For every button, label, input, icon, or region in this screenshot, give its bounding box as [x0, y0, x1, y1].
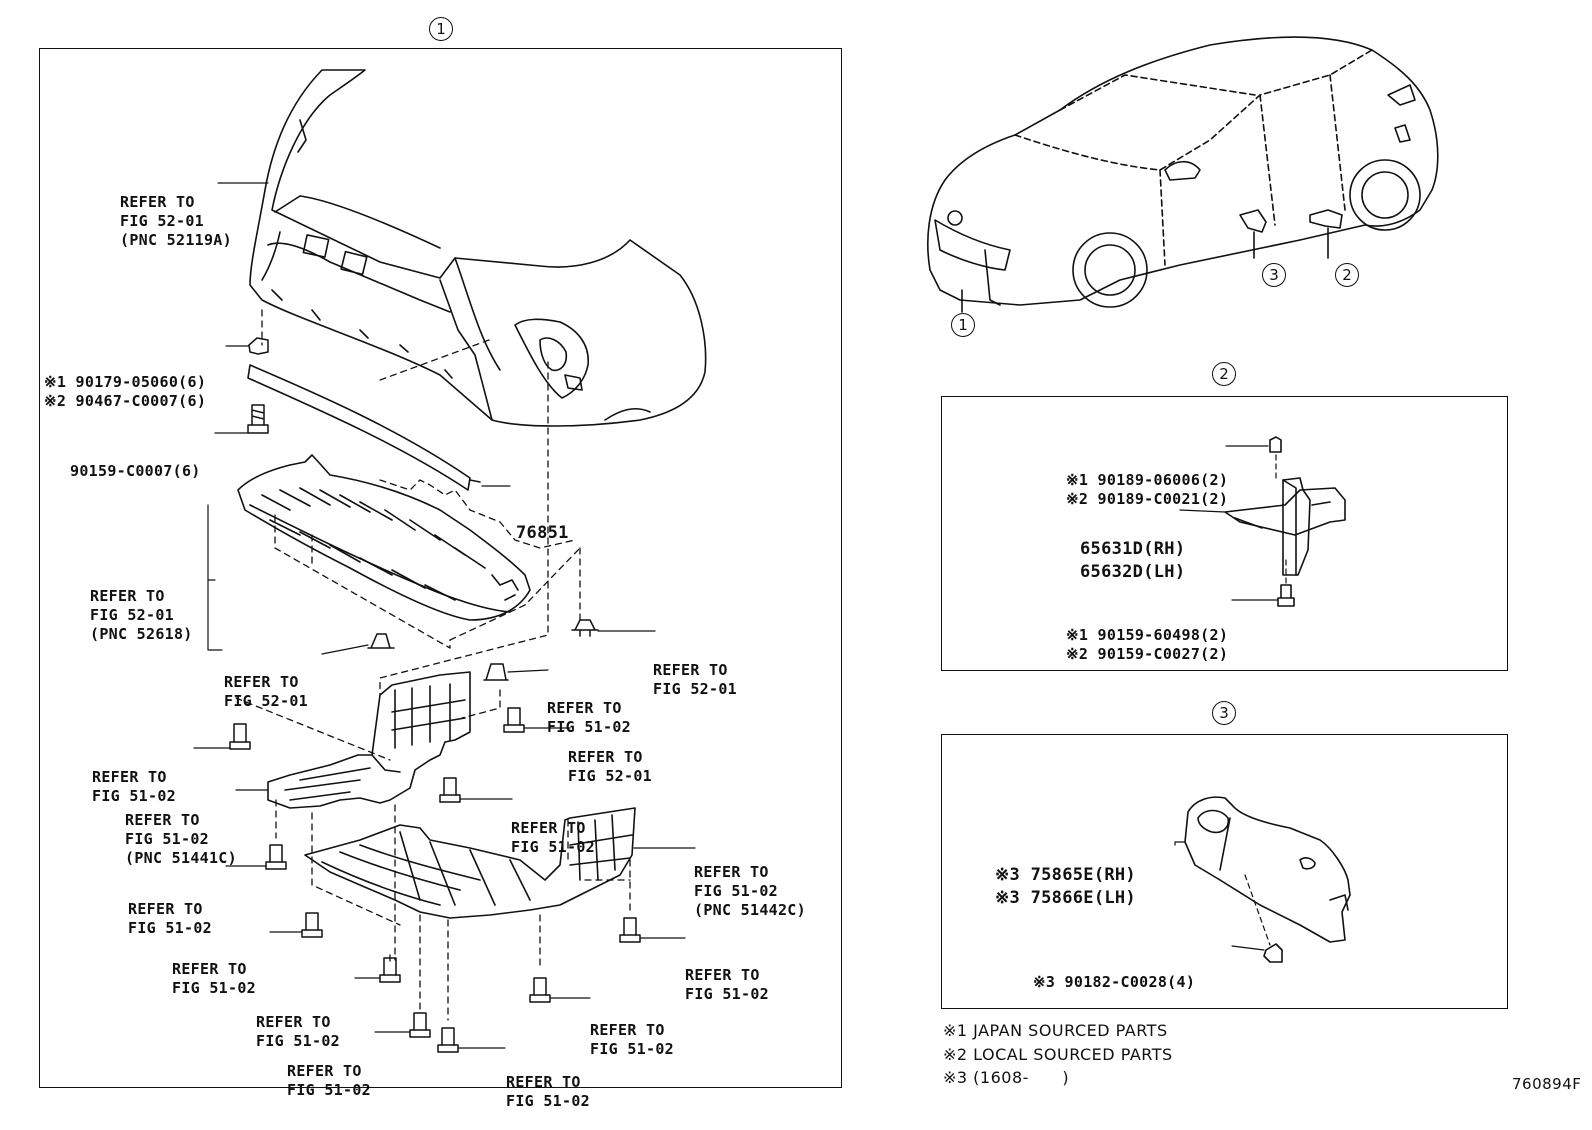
absorber-drawing	[237, 454, 531, 621]
label-clip-90179: ※1 90179-05060(6)※2 90467-C0007(6)	[44, 373, 207, 410]
label-panel3-clip: ※3 90182-C0028(4)	[1033, 973, 1196, 991]
callout-2-car: 2	[1335, 263, 1359, 287]
callout-3-car: 3	[1262, 263, 1286, 287]
label-panel2-clip: ※1 90189-06006(2)※2 90189-C0021(2)	[1066, 471, 1229, 508]
bolt-left	[229, 723, 251, 750]
screw-90159-c0007	[247, 404, 269, 434]
spoiler-strip-drawing	[247, 364, 481, 491]
callout-3-panel: 3	[1212, 701, 1236, 725]
label-part-76851: 76851	[516, 523, 569, 543]
vehicle-drawing	[927, 36, 1439, 313]
note-local-sourced: ※2 LOCAL SOURCED PARTS	[943, 1045, 1173, 1064]
under-cover-right-drawing	[304, 807, 636, 919]
under-cover-left-drawing	[267, 671, 471, 809]
panel3-frame	[941, 734, 1508, 1009]
label-panel3-part: ※3 75865E(RH)※3 75866E(LH)	[995, 865, 1136, 908]
note-japan-sourced: ※1 JAPAN SOURCED PARTS	[943, 1021, 1168, 1040]
callout-2-panel: 2	[1212, 362, 1236, 386]
label-screw-90159: 90159-C0007(6)	[70, 462, 201, 480]
main-panel-frame	[39, 48, 842, 1088]
callout-1-main: 1	[429, 17, 453, 41]
label-panel2-screw: ※1 90159-60498(2)※2 90159-C0027(2)	[1066, 626, 1229, 663]
callout-1-car: 1	[951, 313, 975, 337]
clip-right	[571, 619, 599, 637]
clip-center	[367, 633, 395, 649]
panel3-part-drawing	[1174, 796, 1351, 963]
bolt-l3	[301, 912, 323, 938]
panel2-bracket-drawing	[1179, 436, 1346, 607]
leader-lines	[193, 182, 696, 1049]
diagram-artwork	[193, 36, 1439, 1053]
note-date-range: ※3 (1608- )	[943, 1068, 1070, 1087]
guide-lines	[235, 309, 631, 1021]
figure-id: 760894F	[1512, 1075, 1582, 1093]
bumper-cover-drawing	[249, 69, 707, 427]
label-panel2-part: 65631D(RH)65632D(LH)	[1080, 539, 1186, 582]
panel2-frame	[941, 396, 1508, 671]
clip-5102	[483, 663, 509, 681]
bolt-b3	[409, 1012, 431, 1038]
